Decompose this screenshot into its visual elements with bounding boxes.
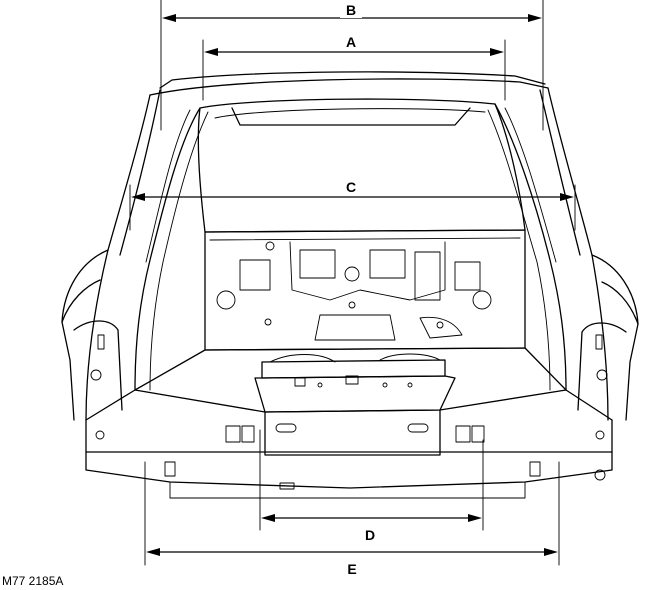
- arrow-right-icon: [528, 14, 542, 22]
- dimension-label-c: C: [346, 179, 356, 195]
- dimension-label-a: A: [346, 34, 356, 50]
- dimension-label-e: E: [347, 561, 356, 577]
- dimension-a: A: [204, 34, 504, 56]
- arrow-left-icon: [131, 193, 145, 201]
- dimension-label-b: B: [346, 2, 356, 18]
- arrow-right-icon: [468, 514, 482, 522]
- dimension-b: B: [162, 2, 542, 22]
- arrow-left-icon: [261, 514, 275, 522]
- arrow-right-icon: [544, 548, 558, 556]
- body-outline: [61, 71, 639, 421]
- arrow-left-icon: [146, 548, 160, 556]
- arrow-right-icon: [490, 48, 504, 56]
- rear-window-aperture: [134, 98, 567, 391]
- arrow-right-icon: [560, 193, 574, 201]
- arrow-left-icon: [204, 48, 218, 56]
- dimension-c: C: [131, 179, 574, 201]
- arrow-left-icon: [162, 14, 176, 22]
- figure-reference: M77 2185A: [2, 574, 63, 588]
- dimension-d: D: [261, 514, 482, 543]
- interior-bulkhead: [204, 229, 526, 351]
- load-floor: [134, 347, 567, 413]
- dimension-e: E: [146, 548, 558, 577]
- rear-panel: [85, 334, 613, 499]
- dimension-label-d: D: [365, 527, 375, 543]
- extension-lines: [129, 0, 576, 566]
